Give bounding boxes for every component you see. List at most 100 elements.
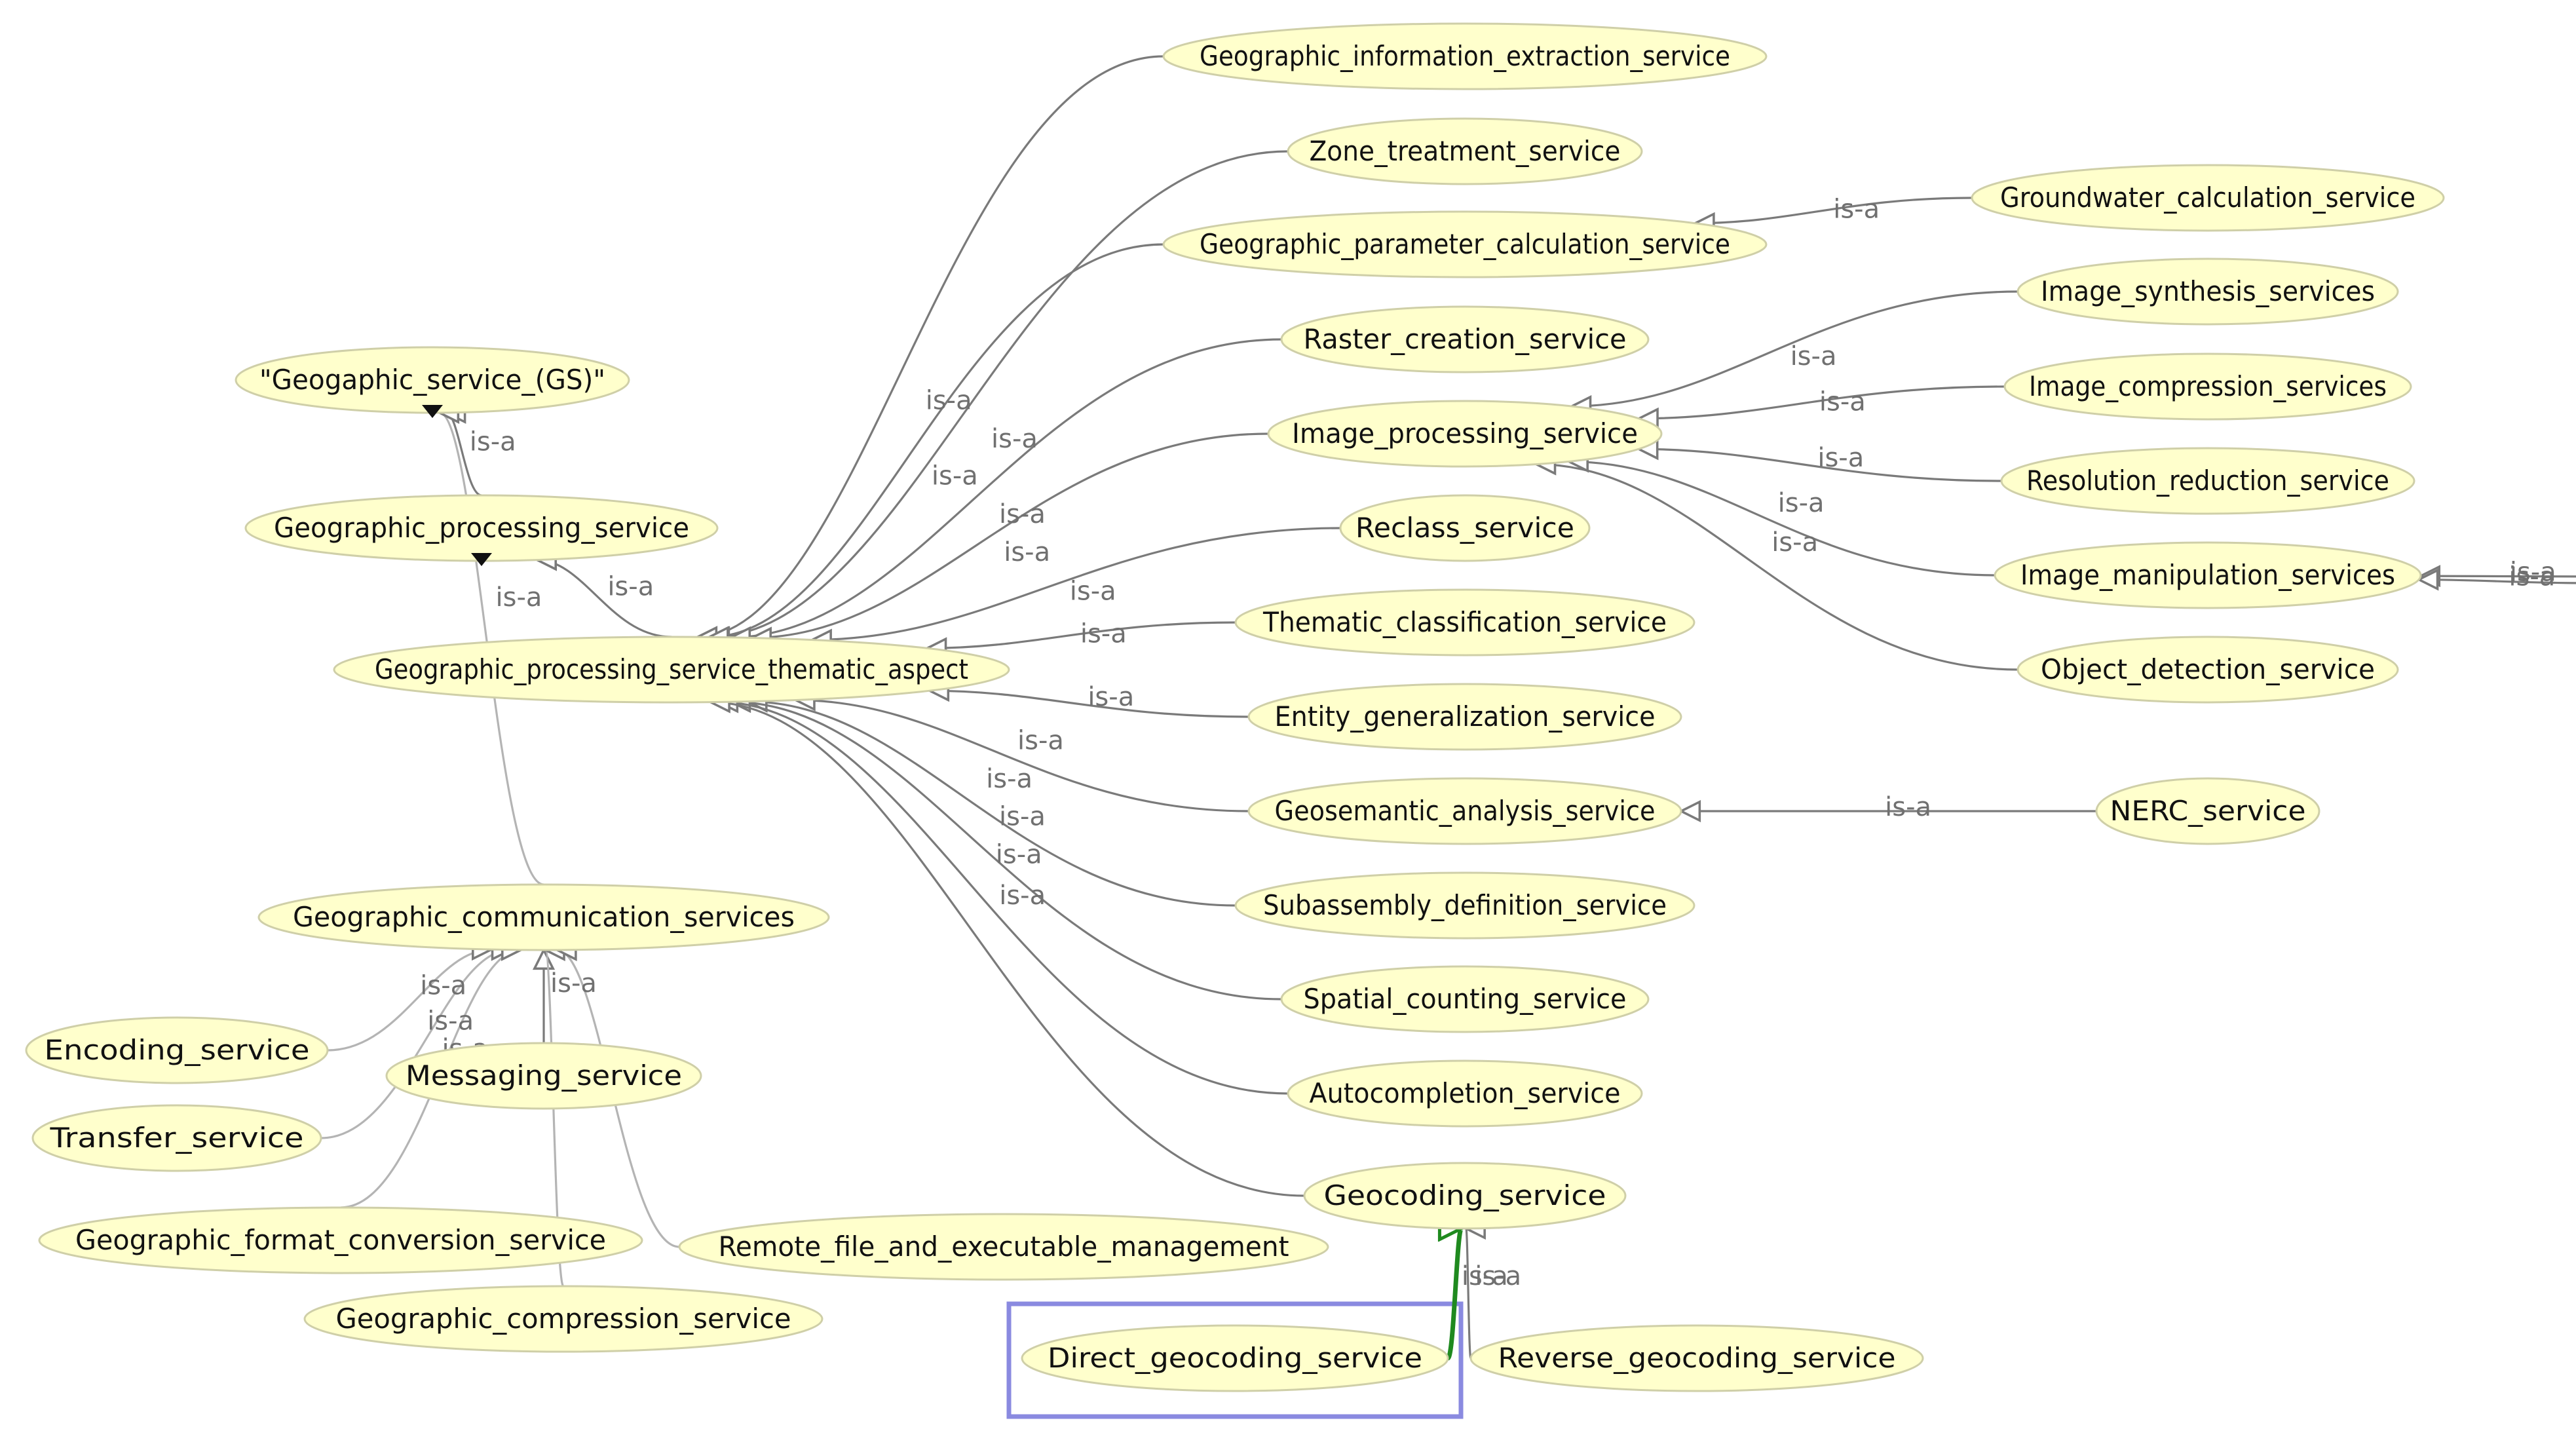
node-ellipse-gcomp[interactable] xyxy=(303,1285,824,1353)
node-ellipse-geos[interactable] xyxy=(1247,777,1682,845)
node-ellipse-giex[interactable] xyxy=(1162,22,1768,90)
node-ellipse-enc[interactable] xyxy=(25,1016,329,1084)
node-label-recl: Reclass_service xyxy=(1355,512,1574,544)
node-icmp[interactable]: Image_compression_services xyxy=(2003,352,2412,421)
node-grnd[interactable]: Groundwater_calculation_service xyxy=(1971,164,2445,232)
node-ellipse-recl[interactable] xyxy=(1339,494,1591,562)
node-rast[interactable]: Raster_creation_service xyxy=(1280,305,1650,373)
node-suba[interactable]: Subassembly_definition_service xyxy=(1234,871,1695,940)
edge-suba-to-gpsta xyxy=(748,702,1236,907)
node-label-msg: Messaging_service xyxy=(406,1059,682,1092)
node-giex[interactable]: Geographic_information_extraction_servic… xyxy=(1162,22,1768,90)
node-ellipse-tra[interactable] xyxy=(31,1104,322,1172)
node-ellipse-suba[interactable] xyxy=(1234,871,1695,940)
node-spat[interactable]: Spatial_counting_service xyxy=(1280,965,1650,1033)
node-ellipse-icmp[interactable] xyxy=(2003,352,2412,421)
node-imgp[interactable]: Image_processing_service xyxy=(1267,400,1663,468)
node-geoc[interactable]: Geocoding_service xyxy=(1303,1162,1627,1230)
node-ellipse-gcs[interactable] xyxy=(257,883,830,951)
edge-tra-to-gcs xyxy=(320,950,511,1139)
node-gpcs[interactable]: Geographic_parameter_calculation_service xyxy=(1162,210,1768,278)
node-label-icmp: Image_compression_services xyxy=(2029,370,2387,402)
node-tra[interactable]: Transfer_service xyxy=(31,1104,322,1172)
node-ellipse-grnd[interactable] xyxy=(1971,164,2445,232)
node-rfem[interactable]: Remote_file_and_executable_management xyxy=(678,1213,1329,1281)
node-ellipse-iman[interactable] xyxy=(1994,541,2422,609)
node-them[interactable]: Thematic_classification_service xyxy=(1234,588,1695,657)
edge-label-iman-to-imgp: is-a xyxy=(1778,488,1825,518)
node-ellipse-zone[interactable] xyxy=(1287,117,1643,185)
node-ellipse-imgp[interactable] xyxy=(1267,400,1663,468)
expand-triangle-icon-gs[interactable] xyxy=(422,405,443,418)
node-ellipse-dgeo[interactable] xyxy=(1021,1324,1449,1392)
node-ellipse-geoc[interactable] xyxy=(1303,1162,1627,1230)
node-label-giex: Geographic_information_extraction_servic… xyxy=(1200,40,1730,72)
node-iman[interactable]: Image_manipulation_services xyxy=(1994,541,2422,609)
edge-gpcs-to-gpsta xyxy=(709,243,1164,637)
node-ellipse-resr[interactable] xyxy=(2000,447,2415,515)
edge-them-to-gpsta xyxy=(927,621,1236,648)
edge-resr-to-imgp xyxy=(1638,449,2002,482)
node-gcomp[interactable]: Geographic_compression_service xyxy=(303,1285,824,1353)
node-objd[interactable]: Object_detection_service xyxy=(2017,636,2399,704)
node-ellipse-rast[interactable] xyxy=(1280,305,1650,373)
node-label-gcs: Geographic_communication_services xyxy=(293,901,795,933)
node-ellipse-them[interactable] xyxy=(1234,588,1695,657)
edge-label-recl-to-gpsta: is-a xyxy=(1070,576,1116,606)
node-geos[interactable]: Geosemantic_analysis_service xyxy=(1247,777,1682,845)
selection-box xyxy=(1006,1301,1464,1419)
expand-triangle-icon-gps[interactable] xyxy=(471,553,492,566)
edge-iman-to-imgp xyxy=(1569,461,1996,577)
node-entg[interactable]: Entity_generalization_service xyxy=(1247,683,1682,751)
edge-gcomp-to-gcs xyxy=(546,950,563,1287)
node-ellipse-objd[interactable] xyxy=(2017,636,2399,704)
node-ellipse-entg[interactable] xyxy=(1247,683,1682,751)
node-label-suba: Subassembly_definition_service xyxy=(1263,889,1667,921)
edge-label-offscreen_1-to-iman: is-a xyxy=(2510,557,2556,587)
node-gs[interactable]: "Geogaphic_service_(GS)" xyxy=(235,346,630,414)
node-label-resr: Resolution_reduction_service xyxy=(2026,465,2389,497)
node-dgeo[interactable]: Direct_geocoding_service xyxy=(1021,1324,1449,1392)
node-resr[interactable]: Resolution_reduction_service xyxy=(2000,447,2415,515)
node-enc[interactable]: Encoding_service xyxy=(25,1016,329,1084)
node-ellipse-nerc[interactable] xyxy=(2095,777,2320,845)
edge-label-gps-to-gs: is-a xyxy=(470,427,516,457)
edge-label-enc-to-gcs: is-a xyxy=(420,971,466,1001)
node-label-imgp: Image_processing_service xyxy=(1292,417,1638,449)
node-rgeo[interactable]: Reverse_geocoding_service xyxy=(1469,1324,1924,1392)
edge-icmp-to-imgp xyxy=(1639,385,2005,419)
node-ellipse-gpcs[interactable] xyxy=(1162,210,1768,278)
node-label-gpcs: Geographic_parameter_calculation_service xyxy=(1200,228,1730,260)
edge-label-spat-to-gpsta: is-a xyxy=(999,802,1046,832)
edge-geos-to-gpsta xyxy=(796,700,1249,812)
edge-label-gcs-to-gs: is-a xyxy=(496,582,542,613)
node-ellipse-rfem[interactable] xyxy=(678,1213,1329,1281)
node-ellipse-spat[interactable] xyxy=(1280,965,1650,1033)
node-label-nerc: NERC_service xyxy=(2110,795,2306,827)
node-label-spat: Spatial_counting_service xyxy=(1304,983,1627,1015)
node-nerc[interactable]: NERC_service xyxy=(2095,777,2320,845)
node-label-iman: Image_manipulation_services xyxy=(2020,559,2395,591)
edge-giex-to-gpsta xyxy=(698,55,1164,637)
node-gpsta[interactable]: Geographic_processing_service_thematic_a… xyxy=(333,636,1010,704)
edge-label-imgp-to-gpsta: is-a xyxy=(1004,537,1050,567)
node-msg[interactable]: Messaging_service xyxy=(385,1042,702,1110)
node-label-gs: "Geogaphic_service_(GS)" xyxy=(259,364,605,396)
node-ellipse-auto[interactable] xyxy=(1287,1059,1643,1128)
node-isyn[interactable]: Image_synthesis_services xyxy=(2017,257,2399,326)
edge-recl-to-gpsta xyxy=(812,527,1341,640)
node-zone[interactable]: Zone_treatment_service xyxy=(1287,117,1643,185)
node-ellipse-msg[interactable] xyxy=(385,1042,702,1110)
node-ellipse-rgeo[interactable] xyxy=(1469,1324,1924,1392)
node-gfc[interactable]: Geographic_format_conversion_service xyxy=(38,1206,643,1274)
node-recl[interactable]: Reclass_service xyxy=(1339,494,1591,562)
node-gcs[interactable]: Geographic_communication_services xyxy=(257,883,830,951)
node-ellipse-gfc[interactable] xyxy=(38,1206,643,1274)
node-ellipse-isyn[interactable] xyxy=(2017,257,2399,326)
node-gps[interactable]: Geographic_processing_service xyxy=(244,494,719,562)
edge-label-resr-to-imgp: is-a xyxy=(1817,443,1864,473)
node-layer: "Geogaphic_service_(GS)" Geographic_proce… xyxy=(25,22,2445,1392)
node-auto[interactable]: Autocompletion_service xyxy=(1287,1059,1643,1128)
node-ellipse-gpsta[interactable] xyxy=(333,636,1010,704)
